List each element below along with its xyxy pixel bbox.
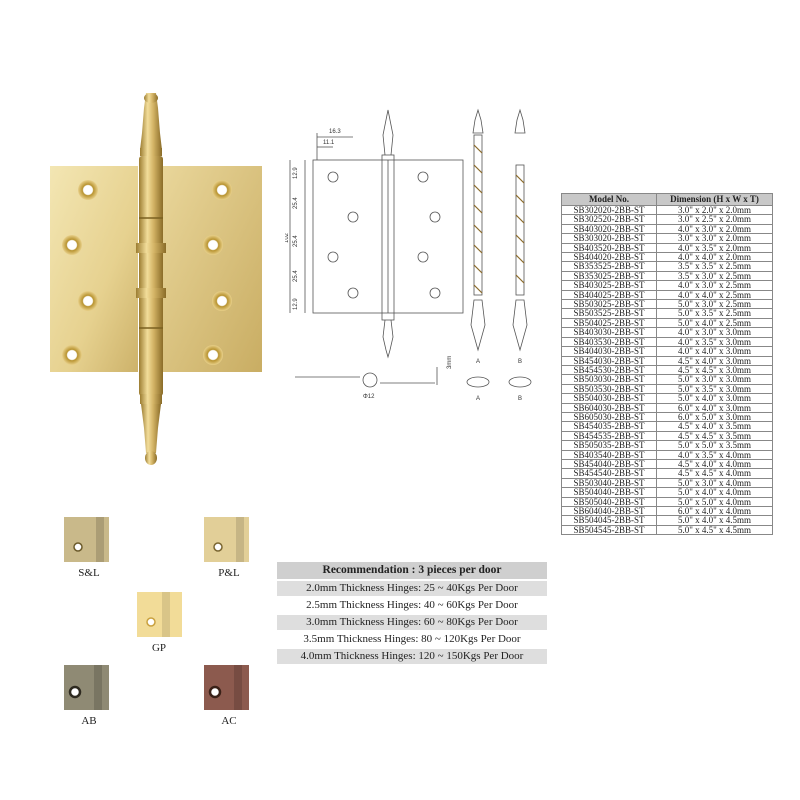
dim-v-3: 25.4 bbox=[293, 235, 299, 247]
spec-model-cell: SB503525-2BB-ST bbox=[561, 308, 657, 319]
dim-top-narrow: 11.1 bbox=[323, 140, 335, 146]
spec-model-cell: SB303020-2BB-ST bbox=[561, 233, 657, 244]
swatch-pl bbox=[204, 517, 249, 562]
spec-model-cell: SB454035-2BB-ST bbox=[561, 421, 657, 432]
screw-holes bbox=[62, 180, 232, 365]
finish-label-ab: AB bbox=[81, 715, 97, 727]
label-b-top: B bbox=[518, 359, 522, 365]
finish-label-pl: P&L bbox=[218, 567, 240, 579]
label-a-bottom: A bbox=[476, 396, 480, 402]
finish-ac: AC bbox=[204, 665, 259, 727]
spec-dimension-cell: 4.5" x 4.5" x 4.0mm bbox=[656, 468, 773, 479]
spec-dimension-cell: 3.0" x 3.0" x 2.0mm bbox=[656, 233, 773, 244]
dim-height: 102 bbox=[285, 232, 290, 243]
spec-table: Model No. Dimension (H x W x T) SB302020… bbox=[561, 193, 773, 536]
spec-model-cell: SB503030-2BB-ST bbox=[561, 374, 657, 385]
spec-model-cell: SB505035-2BB-ST bbox=[561, 440, 657, 451]
spec-model-cell: SB504030-2BB-ST bbox=[561, 393, 657, 404]
spec-dimension-cell: 5.0" x 3.5" x 2.5mm bbox=[656, 308, 773, 319]
recommendation-title: Recommendation : 3 pieces per door bbox=[277, 562, 547, 579]
spec-dimension-cell: 5.0" x 5.0" x 3.5mm bbox=[656, 440, 773, 451]
spec-dimension-cell: 4.0" x 4.0" x 3.0mm bbox=[656, 346, 773, 357]
col-dimension: Dimension (H x W x T) bbox=[656, 193, 773, 206]
spec-dimension-cell: 4.0" x 3.0" x 3.0mm bbox=[656, 327, 773, 338]
swatch-ab bbox=[64, 665, 109, 710]
spec-dimension-cell: 4.0" x 3.0" x 2.5mm bbox=[656, 280, 773, 291]
dim-top-wide: 16.3 bbox=[329, 129, 341, 135]
hinge-left-leaf bbox=[50, 166, 138, 372]
finish-sl: S&L bbox=[64, 517, 119, 579]
dim-knuckle: Φ12 bbox=[363, 394, 375, 400]
dim-thickness: 3mm bbox=[447, 356, 453, 369]
swatch-ac bbox=[204, 665, 249, 710]
spec-dimension-cell: 4.5" x 4.0" x 3.0mm bbox=[656, 355, 773, 366]
spec-dimension-cell: 5.0" x 4.0" x 4.5mm bbox=[656, 515, 773, 526]
drawing-holes bbox=[327, 171, 441, 299]
spec-model-cell: SB404030-2BB-ST bbox=[561, 346, 657, 357]
spec-dimension-cell: 5.0" x 4.0" x 4.0mm bbox=[656, 487, 773, 498]
spec-dimension-cell: 3.5" x 3.5" x 2.5mm bbox=[656, 261, 773, 272]
spec-model-cell: SB504045-2BB-ST bbox=[561, 515, 657, 526]
recommendation-row: 2.5mm Thickness Hinges: 40 ~ 60Kgs Per D… bbox=[306, 599, 518, 611]
dim-v-4: 25.4 bbox=[293, 270, 299, 282]
technical-drawing: 16.3 11.1 12.9 25.4 25.4 25.4 12.9 102 Φ… bbox=[285, 108, 532, 402]
finish-label-gp: GP bbox=[151, 642, 167, 654]
dim-v-1: 12.9 bbox=[293, 167, 299, 179]
spec-model-cell: SB403025-2BB-ST bbox=[561, 280, 657, 291]
spec-dimension-cell: 5.0" x 4.0" x 3.0mm bbox=[656, 393, 773, 404]
finish-gp: GP bbox=[137, 592, 189, 654]
rod-threading bbox=[473, 144, 525, 294]
finish-pl: P&L bbox=[204, 517, 259, 579]
recommendation-row: 3.5mm Thickness Hinges: 80 ~ 120Kgs Per … bbox=[303, 633, 521, 645]
spec-dimension-cell: 5.0" x 3.0" x 3.0mm bbox=[656, 374, 773, 385]
dim-v-5: 12.9 bbox=[293, 298, 299, 310]
col-model: Model No. bbox=[561, 193, 657, 206]
spec-dimension-cell: 4.5" x 4.0" x 3.5mm bbox=[656, 421, 773, 432]
spec-model-cell: SB504545-2BB-ST bbox=[561, 524, 657, 536]
finish-label-ac: AC bbox=[221, 715, 237, 727]
hinge-barrel bbox=[136, 93, 166, 465]
spec-model-cell: SB454030-2BB-ST bbox=[561, 355, 657, 366]
recommendation-row: 2.0mm Thickness Hinges: 25 ~ 40Kgs Per D… bbox=[277, 581, 547, 596]
finish-ab: AB bbox=[64, 665, 119, 727]
hinge-photo bbox=[50, 93, 262, 465]
finish-label-sl: S&L bbox=[78, 567, 100, 579]
spec-model-cell: SB403030-2BB-ST bbox=[561, 327, 657, 338]
spec-table-header: Model No. Dimension (H x W x T) bbox=[561, 193, 773, 206]
spec-dimension-cell: 3.0" x 2.5" x 2.0mm bbox=[656, 214, 773, 225]
recommendation-row: 3.0mm Thickness Hinges: 60 ~ 80Kgs Per D… bbox=[277, 615, 547, 630]
spec-model-cell: SB353525-2BB-ST bbox=[561, 261, 657, 272]
spec-dimension-cell: 5.0" x 4.5" x 4.5mm bbox=[656, 524, 773, 536]
dim-v-2: 25.4 bbox=[293, 197, 299, 209]
recommendation-row: 4.0mm Thickness Hinges: 120 ~ 150Kgs Per… bbox=[277, 649, 547, 664]
hinge-right-leaf bbox=[162, 166, 262, 372]
recommendation-box: Recommendation : 3 pieces per door 2.0mm… bbox=[277, 562, 547, 664]
label-a-top: A bbox=[476, 359, 480, 365]
spec-model-cell: SB302520-2BB-ST bbox=[561, 214, 657, 225]
label-b-bottom: B bbox=[518, 396, 522, 402]
swatch-sl bbox=[64, 517, 109, 562]
swatch-gp bbox=[137, 592, 182, 637]
spec-model-cell: SB504040-2BB-ST bbox=[561, 487, 657, 498]
spec-model-cell: SB454540-2BB-ST bbox=[561, 468, 657, 479]
